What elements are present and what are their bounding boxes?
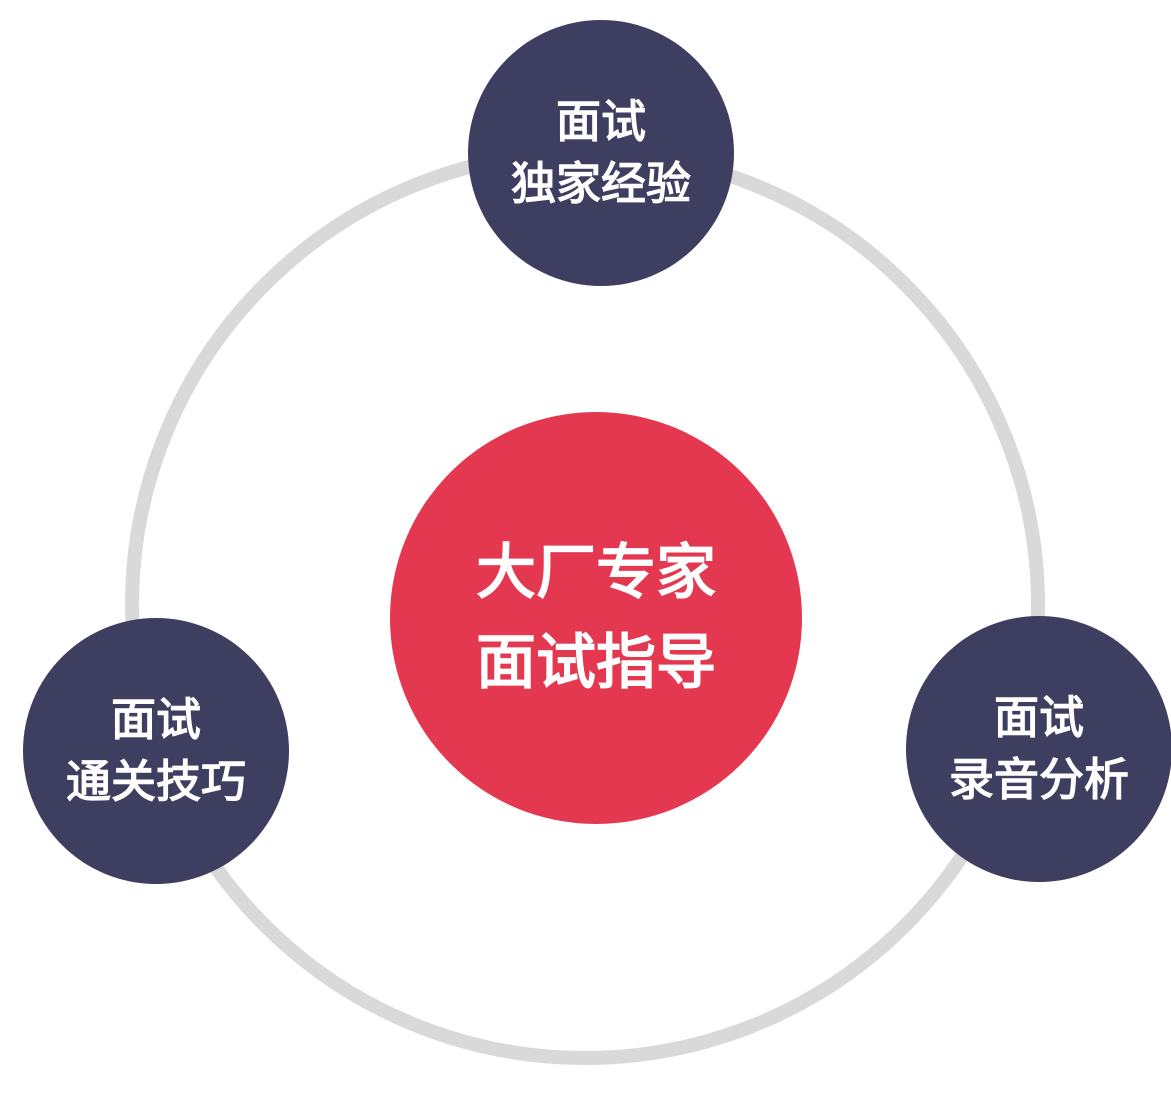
node-top-line1: 面试: [555, 95, 646, 148]
node-top-line2: 独家经验: [510, 157, 691, 210]
node-left-line2: 通关技巧: [65, 755, 246, 808]
center-title-line2: 面试指导: [476, 628, 716, 698]
center-circle: 大厂专家 面试指导: [390, 412, 802, 824]
node-right-line1: 面试: [993, 691, 1084, 744]
node-right-circle: 面试 录音分析: [906, 616, 1171, 882]
center-title-line1: 大厂专家: [476, 538, 716, 608]
node-top-circle: 面试 独家经验: [468, 20, 734, 286]
node-left-circle: 面试 通关技巧: [23, 618, 289, 884]
node-left-line1: 面试: [110, 693, 201, 746]
node-right-line2: 录音分析: [948, 753, 1129, 806]
